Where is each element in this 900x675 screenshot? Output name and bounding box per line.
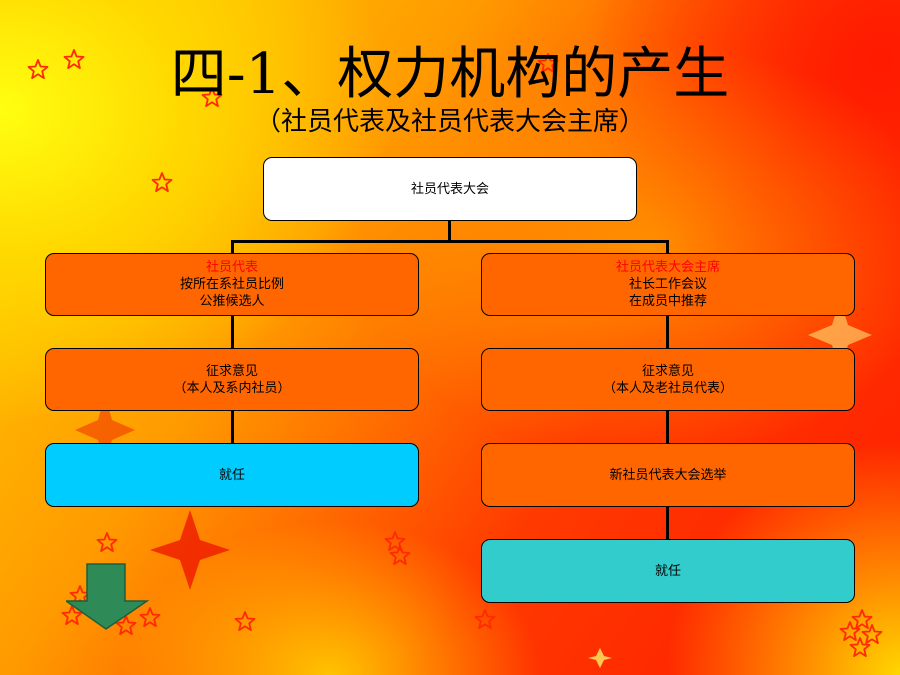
- left-head-line1: 按所在系社员比例: [179, 277, 284, 292]
- connector-root-down: [448, 220, 451, 242]
- star-icon: [384, 531, 406, 551]
- slide-subtitle: （社员代表及社员代表大会主席）: [254, 107, 645, 137]
- left-step2-line2: （本人及系内社员）: [173, 380, 291, 396]
- right-step3-node: 新社员代表大会选举: [481, 443, 855, 507]
- star-icon: [151, 172, 173, 193]
- star-icon: [96, 532, 118, 552]
- connector-left-step3: [231, 410, 234, 444]
- left-step3-node: 就任: [45, 443, 419, 507]
- left-step3-label: 就任: [218, 467, 245, 483]
- root-node: 社员代表大会: [263, 157, 637, 221]
- down-arrow-icon[interactable]: [66, 563, 150, 631]
- right-step4-label: 就任: [654, 563, 681, 579]
- right-step4-node: 就任: [481, 539, 855, 603]
- sparkle-icon: [75, 300, 872, 668]
- right-step2-line2: （本人及老社员代表）: [602, 380, 733, 396]
- right-head-line1: 社长工作会议: [628, 277, 707, 292]
- connector-horizontal: [231, 240, 669, 243]
- root-node-label: 社员代表大会: [410, 181, 489, 197]
- star-icon: [474, 609, 496, 629]
- right-head-line2: 在成员中推荐: [628, 294, 707, 309]
- star-icon: [851, 609, 873, 629]
- right-head-heading: 社员代表大会主席: [615, 260, 720, 275]
- connector-right-head: [666, 240, 669, 254]
- left-step2-line1: 征求意见: [205, 363, 258, 379]
- star-icon: [861, 624, 883, 644]
- star-icon: [234, 611, 256, 631]
- right-step2-line1: 征求意见: [641, 363, 694, 379]
- connector-left-head: [231, 240, 234, 254]
- slide-title: 四-1、权力机构的产生: [170, 42, 730, 107]
- left-step2-node: 征求意见 （本人及系内社员）: [45, 348, 419, 411]
- connector-right-step3: [666, 410, 669, 444]
- left-head-heading: 社员代表: [205, 260, 258, 275]
- right-step3-label: 新社员代表大会选举: [609, 467, 727, 483]
- connector-right-step2: [666, 315, 669, 349]
- right-step2-node: 征求意见 （本人及老社员代表）: [481, 348, 855, 411]
- left-head-node: 社员代表 按所在系社员比例 公推候选人: [45, 253, 419, 316]
- right-head-node: 社员代表大会主席 社长工作会议 在成员中推荐: [481, 253, 855, 316]
- connector-left-step2: [231, 315, 234, 349]
- connector-right-step4: [666, 506, 669, 540]
- left-head-line2: 公推候选人: [199, 294, 265, 309]
